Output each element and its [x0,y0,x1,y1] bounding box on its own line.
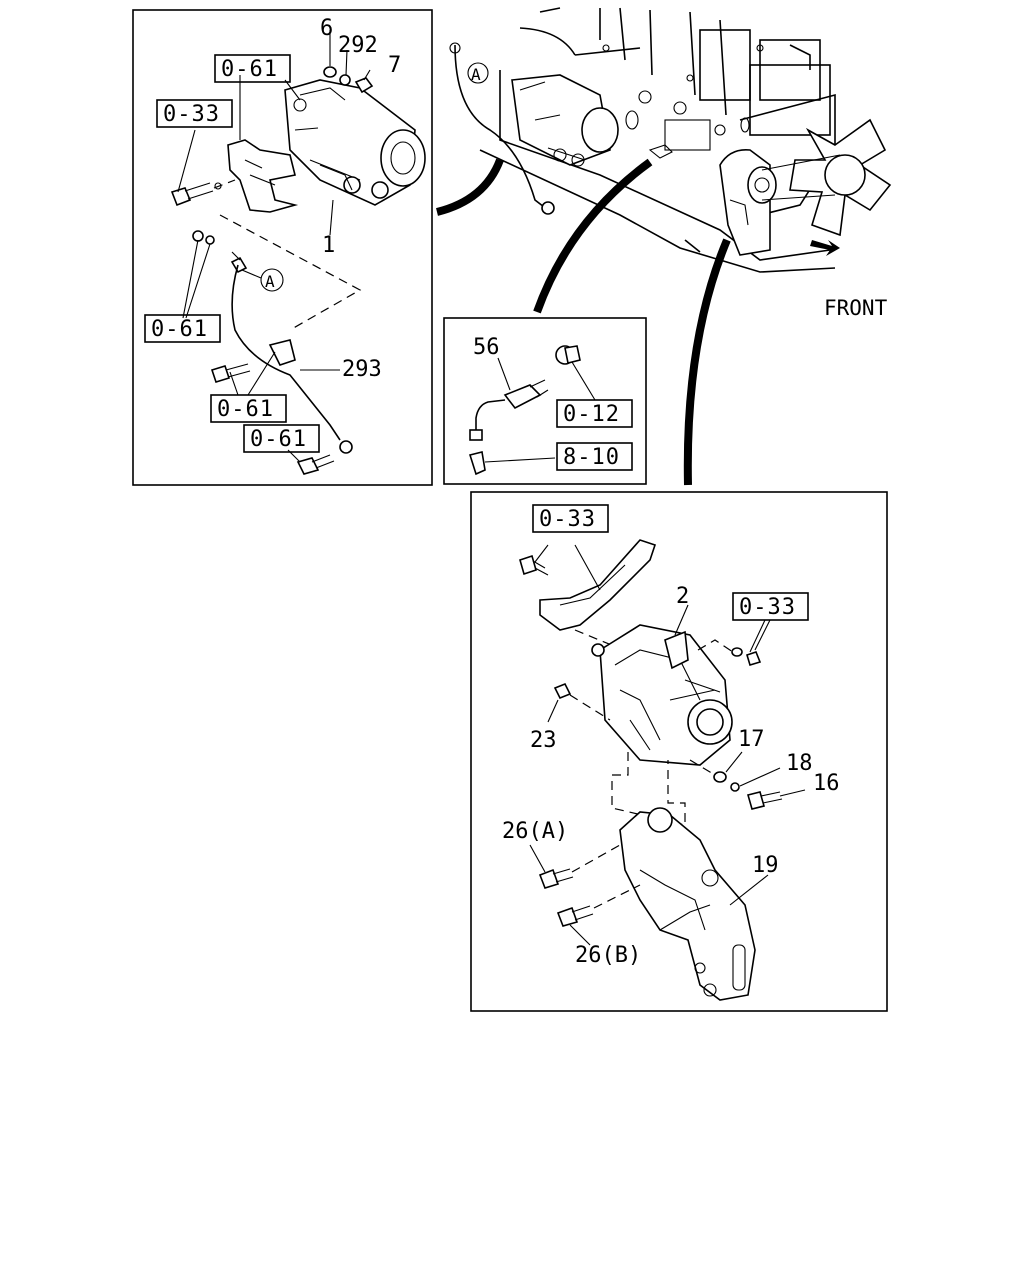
starter-on-engine [511,74,619,167]
ref-box-0-61-bottom: 0-61 [243,424,320,453]
callout-17: 17 [738,727,765,752]
mounting-bracket [619,807,756,1001]
callout-292: 292 [338,33,378,58]
callout-7: 7 [388,53,401,78]
front-label: FRONT [824,296,888,320]
callout-6: 6 [320,16,333,41]
svg-text:0-12: 0-12 [563,402,620,427]
callout-2: 2 [676,584,689,609]
alternator [591,624,733,766]
starter-bolt [170,182,222,207]
starter-inset: A [132,9,433,486]
svg-text:8-10: 8-10 [563,445,620,470]
svg-text:0-61: 0-61 [151,317,208,342]
alternator-on-engine [719,148,777,256]
front-arrow-icon [810,240,840,256]
starter-motor [284,79,426,206]
svg-text:0-33: 0-33 [539,507,596,532]
callout-19: 19 [752,853,779,878]
ref-box-0-61-mid: 0-61 [210,394,287,423]
sensor-inset-frame [443,317,647,485]
svg-text:0-33: 0-33 [739,595,796,620]
svg-text:0-33: 0-33 [163,102,220,127]
connector-curve-alternator [683,238,731,486]
connector-curve-starter [435,158,504,216]
callout-26b: 26(B) [575,943,641,968]
callout-293: 293 [342,357,382,382]
ref-box-8-10: 8-10 [556,442,633,471]
callout-26a: 26(A) [502,819,568,844]
marker-a-inset: A [265,272,275,291]
starter-inset-frame [132,9,433,486]
marker-a-engine: A [471,65,481,84]
ref-box-0-33-right-alt: 0-33 [732,592,809,621]
sensor-inset [443,317,647,485]
callout-56: 56 [473,335,500,360]
svg-text:0-61: 0-61 [217,397,274,422]
ref-box-0-33-left: 0-33 [156,99,233,128]
svg-text:0-61: 0-61 [250,427,307,452]
callout-23: 23 [530,728,557,753]
starter-bracket [227,139,299,213]
callout-1: 1 [322,233,335,258]
callout-16: 16 [813,771,840,796]
connector-curve-sensor [533,158,653,314]
svg-text:0-61: 0-61 [221,57,278,82]
alternator-inset-frame [470,491,888,1012]
cooling-fan [789,118,892,237]
callout-18: 18 [786,751,813,776]
ref-box-0-12: 0-12 [556,399,633,428]
ref-box-0-33-top-alt: 0-33 [532,504,609,533]
engine-overview: A FRONT [449,7,892,320]
ref-box-0-61-left: 0-61 [144,314,221,343]
alternator-inset [470,491,888,1012]
ref-box-0-61-top: 0-61 [214,54,291,83]
